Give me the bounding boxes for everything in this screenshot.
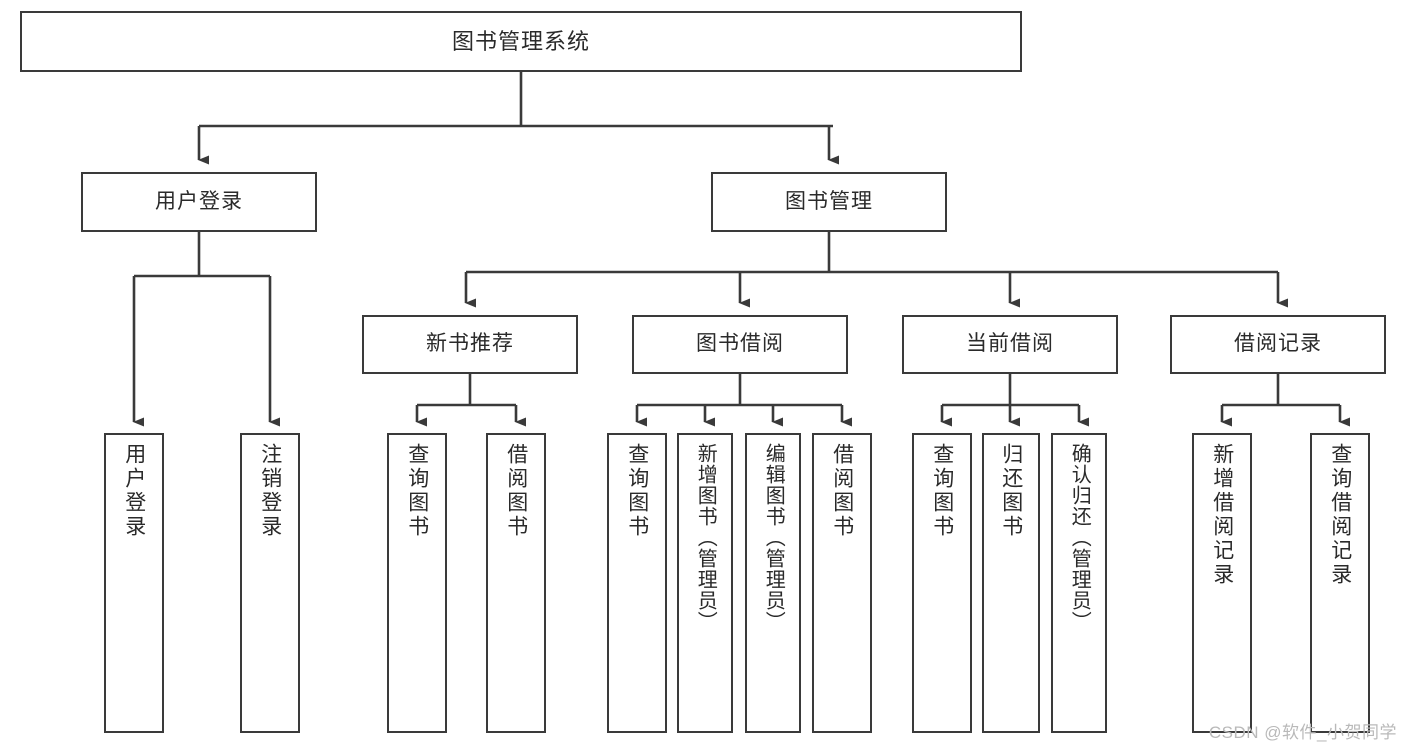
- leaf-borrow-query-book[interactable]: 查询图书: [607, 433, 667, 733]
- watermark-text: CSDN @软件_小贺同学: [1208, 723, 1397, 742]
- csdn-watermark: CSDN @软件_小贺同学: [1209, 718, 1397, 743]
- leaf-user-login-logout[interactable]: 注销登录: [240, 433, 300, 733]
- node-book-management[interactable]: 图书管理: [711, 172, 947, 232]
- node-book-borrow[interactable]: 图书借阅: [632, 315, 848, 374]
- node-user-login[interactable]: 用户登录: [81, 172, 317, 232]
- leaf-current-confirm-return-admin[interactable]: 确认归还（管理员）: [1051, 433, 1107, 733]
- node-label: 归还图书: [999, 443, 1023, 539]
- node-label: 查询图书: [625, 443, 649, 539]
- leaf-borrow-borrow-book[interactable]: 借阅图书: [812, 433, 872, 733]
- node-label: 新书推荐: [426, 332, 514, 356]
- node-label: 确认归还（管理员）: [1068, 443, 1091, 632]
- node-label: 编辑图书（管理员）: [762, 443, 785, 632]
- leaf-record-add-record[interactable]: 新增借阅记录: [1192, 433, 1252, 733]
- node-label: 注销登录: [258, 443, 282, 539]
- node-root-system[interactable]: 图书管理系统: [20, 11, 1022, 72]
- leaf-borrow-add-book-admin[interactable]: 新增图书（管理员）: [677, 433, 733, 733]
- node-new-book-recommend[interactable]: 新书推荐: [362, 315, 578, 374]
- node-label: 图书借阅: [696, 332, 784, 356]
- node-label: 新增图书（管理员）: [694, 443, 717, 632]
- leaf-current-return-book[interactable]: 归还图书: [982, 433, 1040, 733]
- node-label: 查询借阅记录: [1328, 443, 1352, 587]
- node-label: 用户登录: [155, 189, 243, 213]
- node-label: 查询图书: [405, 443, 429, 539]
- node-label: 当前借阅: [966, 332, 1054, 356]
- leaf-user-login-login[interactable]: 用户登录: [104, 433, 164, 733]
- node-label: 用户登录: [122, 443, 146, 539]
- node-label: 借阅记录: [1234, 332, 1322, 356]
- node-label: 图书管理系统: [451, 28, 590, 54]
- node-label: 新增借阅记录: [1210, 443, 1234, 587]
- node-current-borrow[interactable]: 当前借阅: [902, 315, 1118, 374]
- node-borrow-record[interactable]: 借阅记录: [1170, 315, 1386, 374]
- leaf-record-query-record[interactable]: 查询借阅记录: [1310, 433, 1370, 733]
- node-label: 借阅图书: [504, 443, 528, 539]
- node-label: 查询图书: [930, 443, 954, 539]
- leaf-new-book-borrow[interactable]: 借阅图书: [486, 433, 546, 733]
- leaf-borrow-edit-book-admin[interactable]: 编辑图书（管理员）: [745, 433, 801, 733]
- leaf-new-book-query[interactable]: 查询图书: [387, 433, 447, 733]
- node-label: 借阅图书: [830, 443, 854, 539]
- node-label: 图书管理: [785, 189, 873, 213]
- leaf-current-query-book[interactable]: 查询图书: [912, 433, 972, 733]
